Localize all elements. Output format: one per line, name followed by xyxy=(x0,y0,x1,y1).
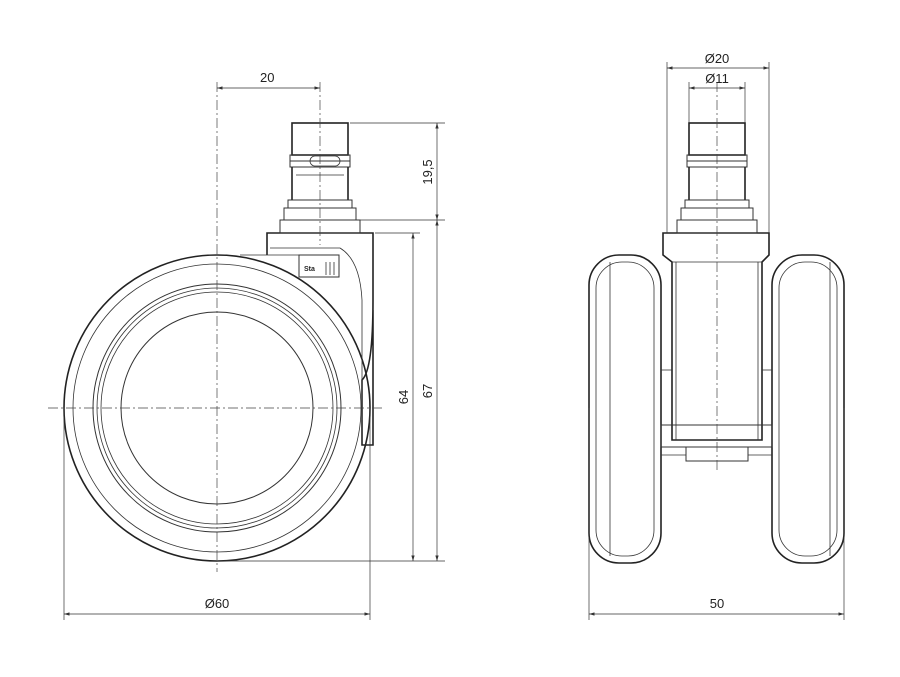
dim-wheel-diameter-label: Ø60 xyxy=(205,596,230,611)
front-housing xyxy=(662,232,770,441)
left-wheel-tread xyxy=(595,261,655,557)
dim-outer-stem-diameter-label: Ø20 xyxy=(705,51,730,66)
axle-block xyxy=(660,424,773,448)
dim-height-inner-label: 64 xyxy=(396,390,411,404)
dim-inner-stem-diameter-label: Ø11 xyxy=(705,71,729,86)
dim-stem-height-label: 19,5 xyxy=(420,159,435,184)
dim-height-total-label: 67 xyxy=(420,384,435,398)
side-view: Sta 20 19,5 64 67 Ø60 xyxy=(48,70,445,620)
front-view: Ø20 Ø11 50 xyxy=(588,51,845,620)
housing-arm-inner xyxy=(270,247,363,420)
dim-top-width-label: 20 xyxy=(260,70,274,85)
brand-logo-text: Sta xyxy=(304,266,315,273)
brand-logo: Sta xyxy=(298,254,340,278)
right-wheel xyxy=(771,254,845,564)
right-wheel-tread xyxy=(778,261,838,557)
dim-total-width-label: 50 xyxy=(710,596,724,611)
left-wheel xyxy=(588,254,662,564)
